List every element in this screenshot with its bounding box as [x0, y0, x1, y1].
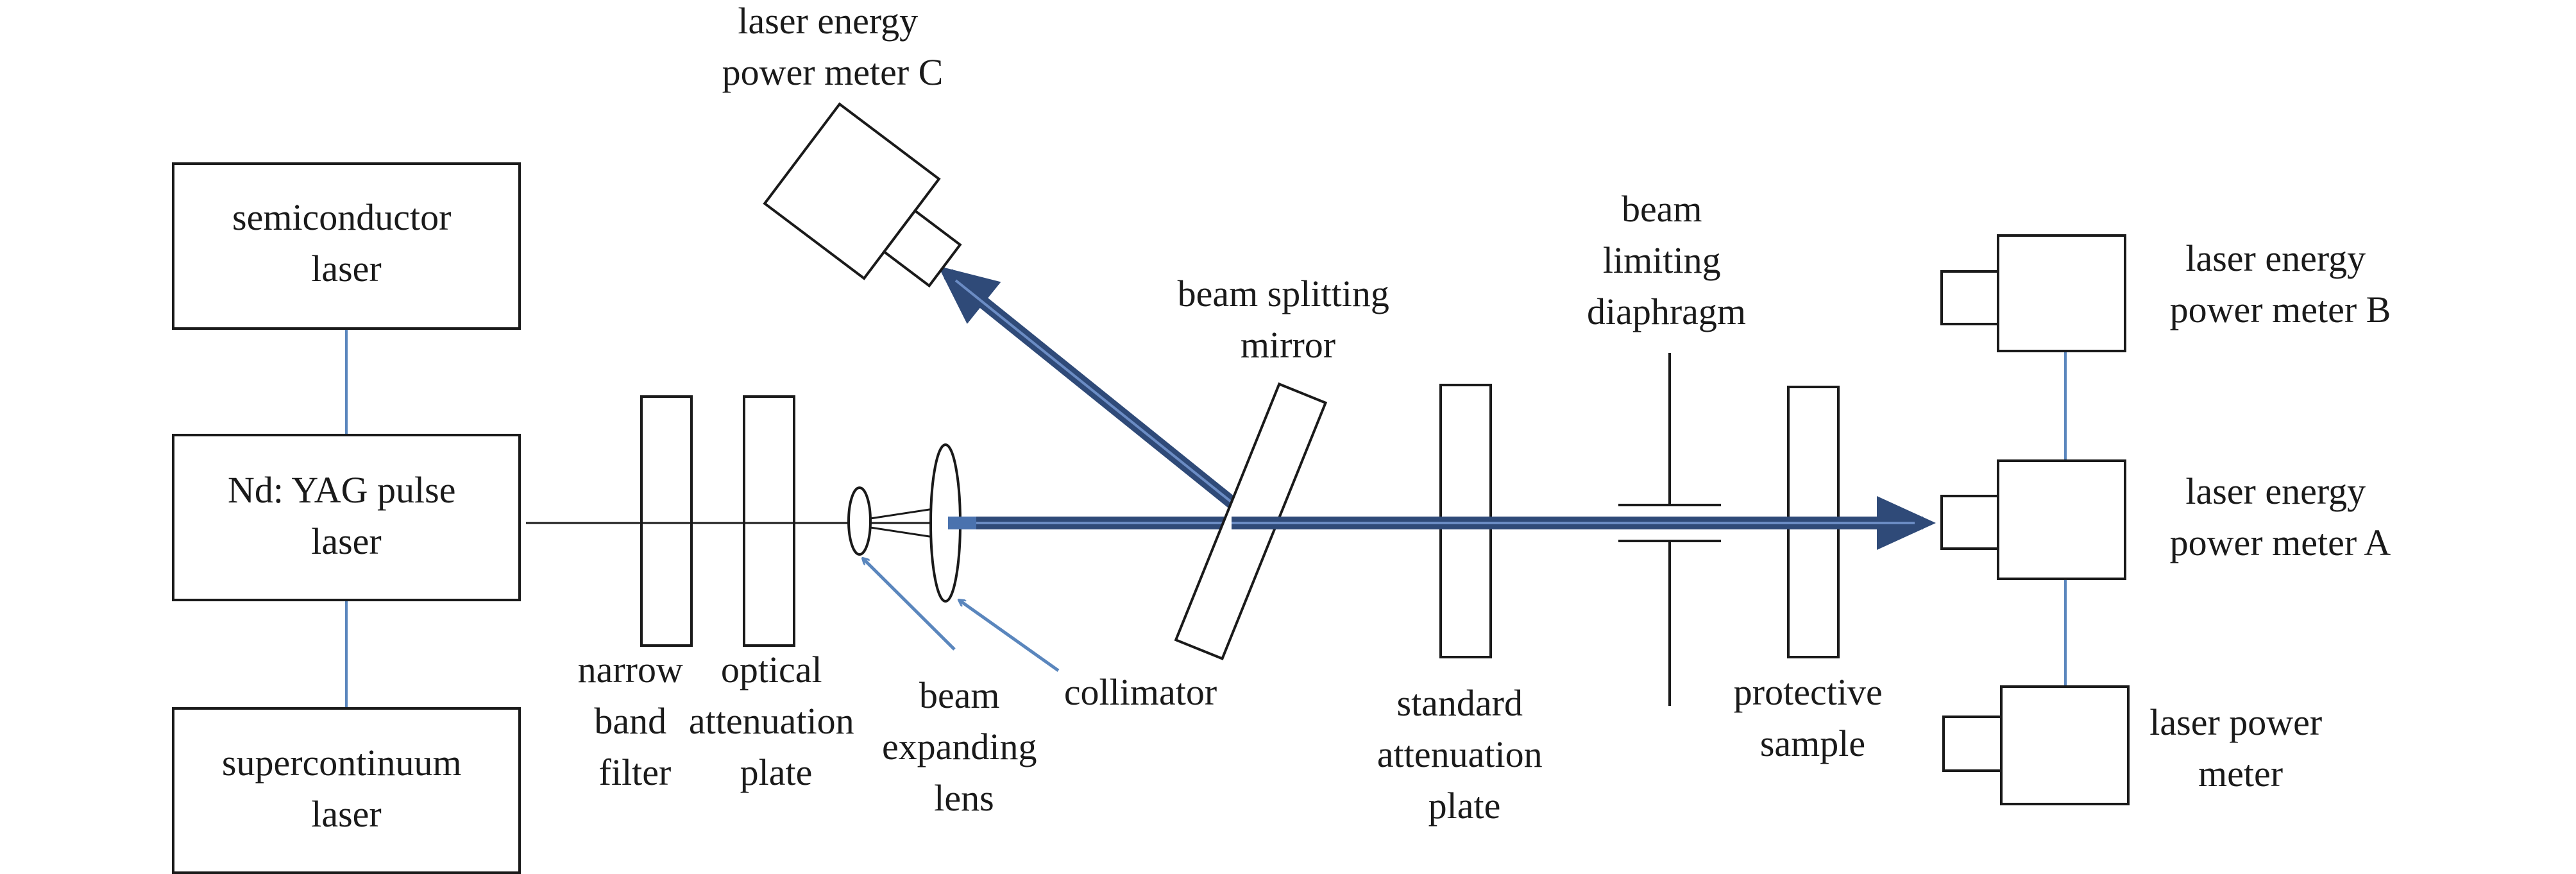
beam-expanding-lens: [847, 486, 872, 556]
laser-energy-power-meter-c-label: laser energy power meter C: [722, 0, 944, 93]
laser-energy-power-meter-a-label: laser energy power meter A: [2170, 470, 2391, 563]
laser-energy-power-meter-a: [1940, 459, 2126, 580]
laser-energy-power-meter-b: [1940, 234, 2126, 352]
collimator-label: collimator: [1064, 671, 1217, 713]
optical-attenuation-plate: [743, 395, 795, 647]
laser-energy-power-meter-c: [763, 102, 962, 288]
collimator-pointer: [959, 600, 1060, 673]
optical-attenuation-plate-label: optical attenuation plate: [689, 649, 863, 793]
semiconductor-laser-box: [172, 162, 521, 330]
standard-attenuation-plate-label: standard attenuation plate: [1377, 682, 1552, 827]
beam-expanding-lens-pointer: [863, 558, 956, 651]
supercontinuum-laser-label: supercontinuum laser: [222, 742, 471, 835]
beam-limiting-diaphragm-label: beam limiting diaphragm: [1587, 188, 1746, 332]
reflected-beam-highlight: [954, 279, 1251, 518]
beam-entry-marker: [948, 517, 976, 529]
narrow-band-filter-label: narrow band filter: [578, 649, 693, 793]
supercontinuum-laser-box: [172, 707, 521, 874]
expansion-ray-upper: [870, 507, 938, 520]
laser-energy-power-meter-b-label: laser energy power meter B: [2170, 237, 2391, 330]
laser-power-meter-label: laser power meter: [2149, 701, 2331, 794]
semiconductor-laser-label: semiconductor laser: [232, 196, 461, 289]
beam-splitting-mirror-label: beam splitting mirror: [1178, 273, 1399, 366]
expansion-ray-lower: [870, 526, 938, 539]
ndyag-pulse-laser-label: Nd: YAG pulse laser: [228, 469, 465, 562]
beam-expanding-lens-label: beam expanding lens: [882, 674, 1046, 819]
laser-power-meter: [1942, 685, 2130, 805]
narrow-band-filter: [640, 395, 693, 647]
protective-sample-label: protective sample: [1734, 671, 1892, 764]
ndyag-pulse-laser-box: [172, 434, 521, 601]
